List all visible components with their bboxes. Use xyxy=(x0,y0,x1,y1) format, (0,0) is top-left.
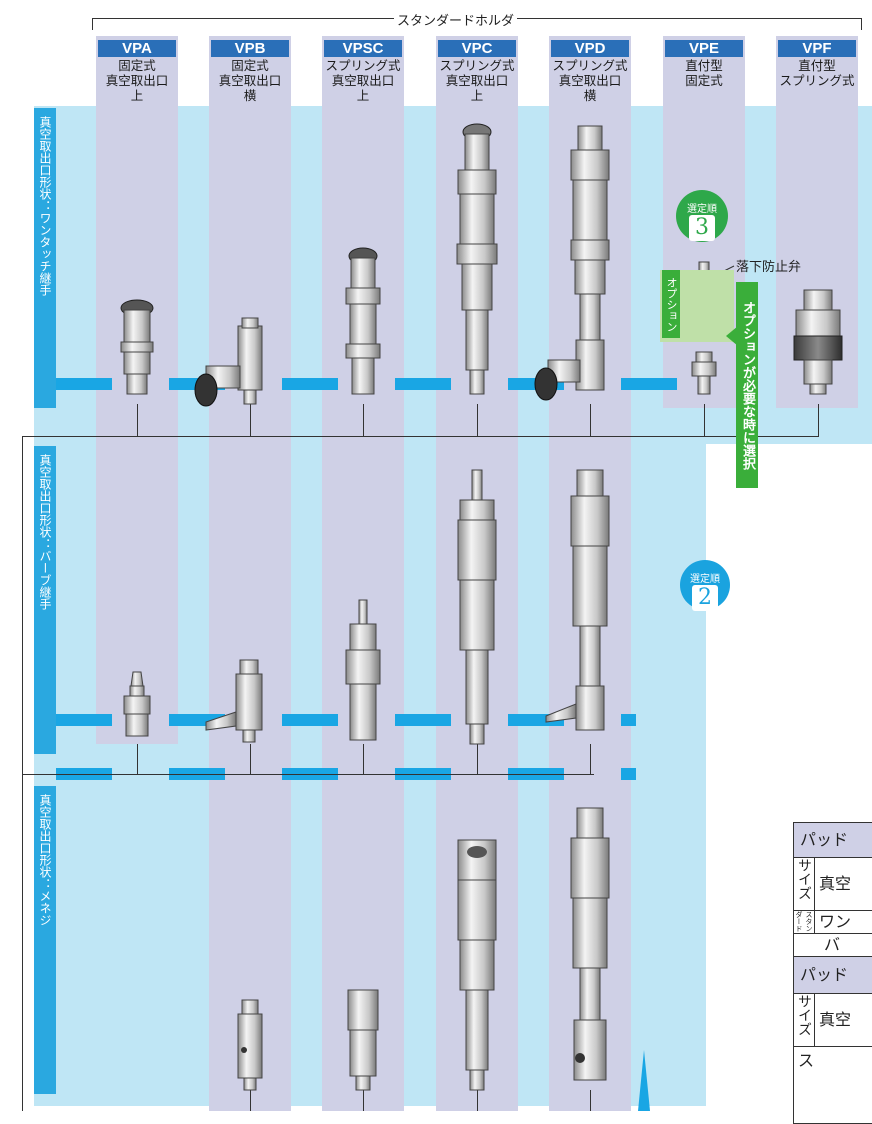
vpb-onetouch-fitting xyxy=(195,318,262,406)
option-banner: オプションが必要な時に選択 xyxy=(736,282,758,488)
table-cell: サイズ xyxy=(794,858,815,910)
vpsc-female-fitting xyxy=(348,990,378,1090)
badge-number: 3 xyxy=(689,215,715,241)
pad-table: パッド サイズ 真空 スタンダード ワン バ パッド サイズ 真空 ス xyxy=(793,822,872,1124)
table-row-barb: バ xyxy=(794,934,872,957)
vpd-barb-fitting xyxy=(546,470,609,730)
option-tag: オプション xyxy=(662,270,680,338)
table-row-size-1: サイズ 真空 xyxy=(794,858,872,911)
vpsc-onetouch-fitting xyxy=(346,248,380,394)
vpe-onetouch-fitting xyxy=(692,352,716,394)
table-cell: バ xyxy=(824,935,840,954)
table-row-size-2: サイズ 真空 xyxy=(794,994,872,1047)
table-row-onetouch: スタンダード ワン xyxy=(794,911,872,934)
table-cell: 真空 xyxy=(815,858,851,910)
vpc-female-fitting xyxy=(458,840,496,1090)
table-row-pad-2: パッド xyxy=(794,957,872,994)
table-cell: ワン xyxy=(815,911,851,933)
table-cell: パッド xyxy=(800,965,848,984)
vpb-barb-fitting xyxy=(206,660,262,742)
table-cell: スタンダード xyxy=(794,911,815,933)
badge-number: 2 xyxy=(692,585,718,611)
vpa-barb-fitting xyxy=(124,672,150,736)
table-cell: 真空 xyxy=(815,994,851,1046)
selection-order-badge-3: 選定順 3 xyxy=(676,190,728,242)
badge-caption: 選定順 xyxy=(680,570,730,585)
selection-order-badge-2: 選定順 2 xyxy=(680,560,730,610)
table-row-pad-1: パッド xyxy=(794,823,872,858)
table-cell: パッド xyxy=(800,830,848,849)
vpa-onetouch-fitting xyxy=(121,300,153,394)
vpc-onetouch-fitting xyxy=(457,124,497,394)
vpc-barb-fitting xyxy=(458,470,496,744)
table-cell: ス xyxy=(798,1051,814,1070)
option-valve-label: 落下防止弁 xyxy=(736,256,801,275)
vpb-female-fitting xyxy=(238,1000,262,1090)
vpf-onetouch-fitting xyxy=(794,290,842,394)
vpd-onetouch-fitting xyxy=(535,126,609,400)
table-row-last: ス xyxy=(794,1047,872,1069)
badge-caption: 選定順 xyxy=(676,200,728,215)
vpd-female-fitting xyxy=(571,808,609,1080)
table-cell: サイズ xyxy=(794,994,815,1046)
vpsc-barb-fitting xyxy=(346,600,380,740)
